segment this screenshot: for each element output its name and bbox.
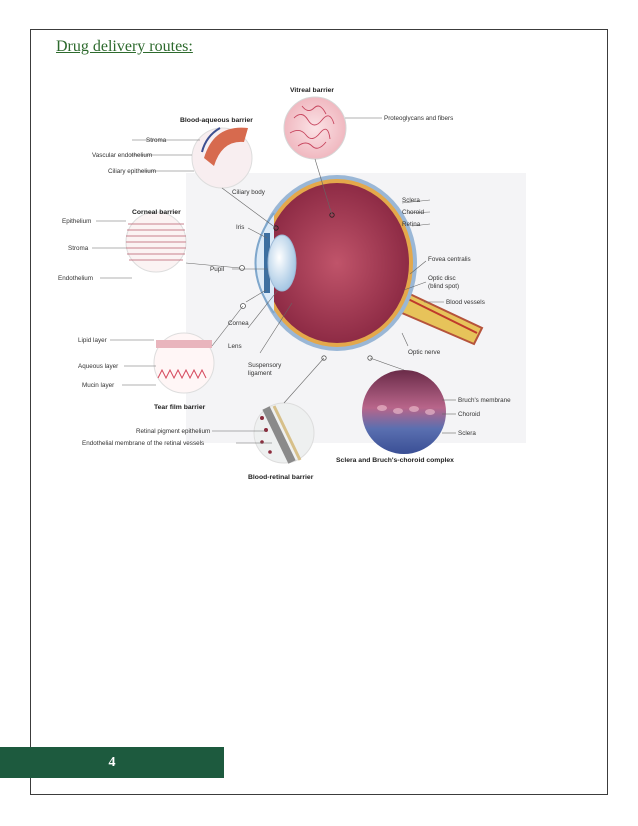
- label-retina: Retina: [402, 221, 421, 228]
- label-retinal-pigment: Retinal pigment epithelium: [136, 428, 210, 435]
- ciliary-epithelium-shape: [204, 127, 248, 166]
- page-number: 4: [108, 755, 116, 770]
- sclera-bruch-inset: [362, 370, 446, 454]
- lipid-shape: [156, 340, 212, 348]
- corneal-layers: [126, 223, 186, 261]
- label-ciliary-body: Ciliary body: [232, 189, 266, 196]
- label-suspensory: Suspensory: [248, 362, 282, 369]
- footer-bar: 4: [0, 747, 224, 778]
- eye-barriers-diagram: Vitreal barrier Proteoglycans and fibers…: [52, 78, 552, 488]
- label-lipid-layer: Lipid layer: [78, 337, 107, 344]
- label-choroid-inset: Choroid: [458, 411, 481, 418]
- choroid-cells: [377, 405, 435, 415]
- vitreal-inset: [283, 96, 347, 160]
- label-epithelium: Epithelium: [62, 218, 91, 225]
- label-mucin-layer: Mucin layer: [82, 382, 114, 389]
- label-proteoglycans: Proteoglycans and fibers: [384, 115, 453, 122]
- title-tear-film-barrier: Tear film barrier: [154, 404, 206, 411]
- marker-cornea: [239, 265, 245, 271]
- label-blind-spot: (blind spot): [428, 283, 459, 290]
- label-bruchs-membrane: Bruch's membrane: [458, 397, 511, 404]
- label-stroma: Stroma: [68, 245, 89, 252]
- label-optic-disc: Optic disc: [428, 275, 456, 282]
- label-optic-nerve: Optic nerve: [408, 349, 441, 356]
- iris-shape: [264, 233, 270, 293]
- mucin-shape: [157, 368, 207, 380]
- label-endothelium: Endothelium: [58, 275, 93, 282]
- optic-vessel: [401, 295, 478, 334]
- label-lens: Lens: [228, 343, 242, 350]
- label-ligament: ligament: [248, 370, 272, 377]
- label-fovea: Fovea centralis: [428, 256, 471, 263]
- label-vascular-endothelium: Vascular endothelium: [92, 152, 152, 159]
- title-vitreal-barrier: Vitreal barrier: [290, 87, 334, 94]
- label-choroid: Choroid: [402, 209, 425, 216]
- page-border: [30, 29, 608, 795]
- label-sclera-inset: Sclera: [458, 430, 476, 437]
- marker-vitreal: [329, 212, 335, 218]
- retinal-membrane-shape: [262, 406, 296, 464]
- label-sclera: Sclera: [402, 197, 420, 204]
- label-pupil: Pupil: [210, 266, 224, 273]
- lens-shape: [267, 234, 297, 292]
- vascular-shape: [201, 127, 221, 153]
- title-corneal-barrier: Corneal barrier: [132, 209, 181, 216]
- label-aqueous-layer: Aqueous layer: [78, 363, 118, 370]
- label-endothelial-membrane: Endothelial membrane of the retinal vess…: [82, 440, 204, 447]
- label-stroma-top: Stroma: [146, 137, 167, 144]
- marker-ciliary: [273, 225, 279, 231]
- section-heading: Drug delivery routes:: [56, 38, 193, 55]
- title-blood-aqueous-barrier: Blood-aqueous barrier: [180, 117, 253, 124]
- vitreous-body: [265, 183, 409, 343]
- label-iris: Iris: [236, 224, 244, 231]
- label-ciliary-epithelium: Ciliary epithelium: [108, 168, 156, 175]
- label-cornea: Cornea: [228, 320, 249, 327]
- title-sclera-bruch-complex: Sclera and Bruch's-choroid complex: [336, 457, 454, 464]
- title-blood-retinal-barrier: Blood-retinal barrier: [248, 474, 314, 481]
- vitreal-fibers: [289, 105, 335, 149]
- label-blood-vessels: Blood vessels: [446, 299, 485, 306]
